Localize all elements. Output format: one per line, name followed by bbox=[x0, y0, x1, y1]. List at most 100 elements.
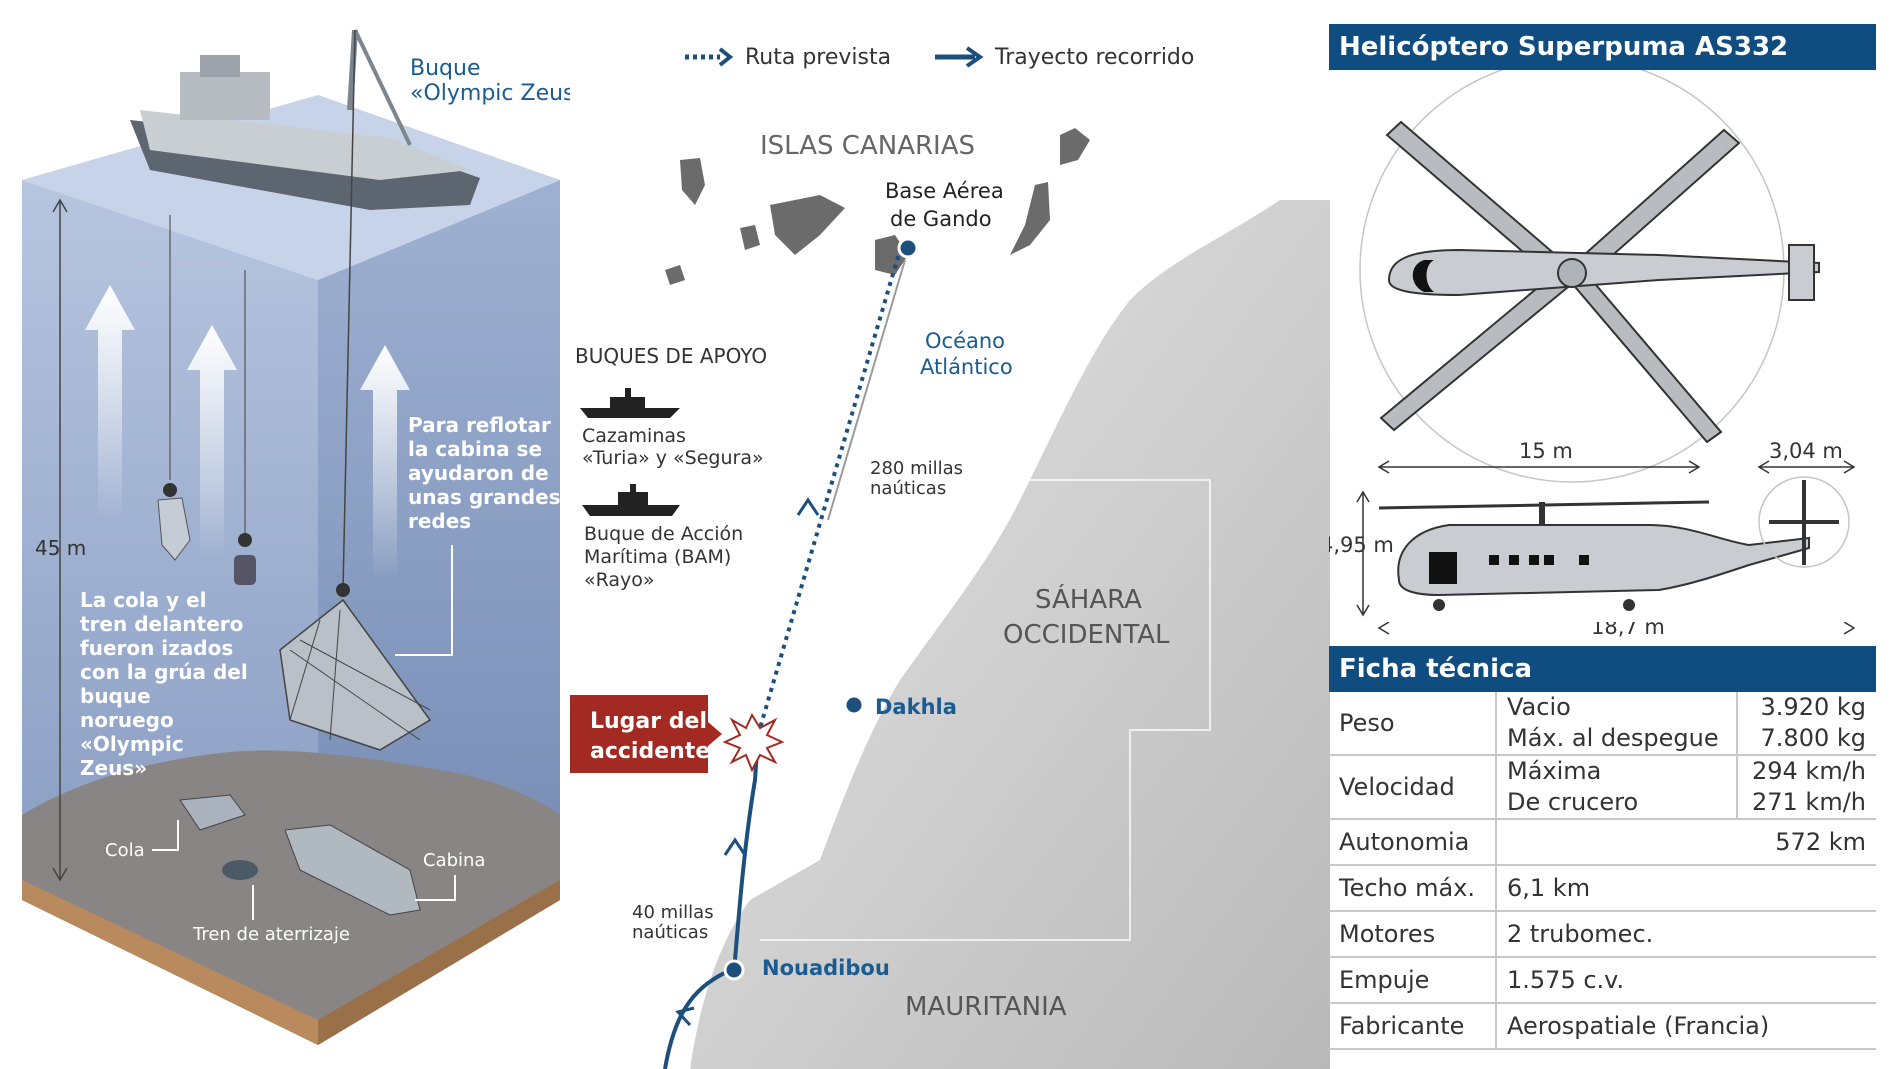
dim-rotor: 15 m bbox=[1377, 439, 1701, 474]
spec-label: Fabricante bbox=[1329, 1003, 1497, 1050]
base-label-2: de Gando bbox=[890, 207, 992, 231]
accident-box bbox=[570, 695, 708, 773]
net-note-line: Para reflotar bbox=[408, 413, 551, 437]
ocean-label: Océano bbox=[925, 329, 1005, 353]
spec-panel: Helicóptero Superpuma AS332 15 m bbox=[1320, 24, 1876, 1054]
crane-note-line: noruego bbox=[80, 708, 174, 732]
ship-label-2: «Olympic Zeus» bbox=[410, 81, 570, 106]
legend-flown: Trayecto recorrido bbox=[994, 45, 1194, 70]
net-note-line: redes bbox=[408, 509, 471, 533]
spec-value: 6,1 km bbox=[1496, 865, 1876, 912]
canary-islands bbox=[665, 128, 1090, 285]
svg-text:Atlántico: Atlántico bbox=[920, 355, 1013, 379]
net-note-line: unas grandes bbox=[408, 485, 561, 509]
hoisted-tail bbox=[157, 483, 191, 561]
spec-value: 2 trubomec. bbox=[1496, 911, 1876, 958]
wreck-cabin bbox=[284, 824, 421, 916]
nouadibou-point bbox=[723, 959, 745, 981]
spec-value: Aerospatiale (Francia) bbox=[1496, 1003, 1876, 1050]
distance-south-2: naúticas bbox=[632, 922, 708, 943]
spec-item-name: Máxima bbox=[1507, 757, 1602, 785]
spec-title: Ficha técnica bbox=[1329, 646, 1876, 692]
legend: Ruta prevista Trayecto recorrido bbox=[685, 45, 1194, 70]
legend-planned: Ruta prevista bbox=[745, 45, 891, 70]
lift-arrows bbox=[85, 285, 410, 580]
gear-label: Tren de aterrizaje bbox=[192, 924, 350, 945]
dim-tail-rotor-label: 3,04 m bbox=[1769, 439, 1843, 463]
ship-1-label-2: «Turia» y «Segura» bbox=[582, 447, 764, 469]
svg-text:«Turia» y «Segura»: «Turia» y «Segura» bbox=[582, 447, 764, 469]
svg-text:accidente: accidente bbox=[590, 739, 710, 764]
net-note-line: ayudaron de bbox=[408, 461, 549, 485]
crane-note-line: Zeus» bbox=[80, 756, 147, 780]
islands-title: ISLAS CANARIAS bbox=[760, 131, 975, 161]
helicopter-title: Helicóptero Superpuma AS332 bbox=[1329, 24, 1876, 70]
dim-rotor-label: 15 m bbox=[1519, 439, 1573, 463]
wreck-tail bbox=[179, 794, 246, 831]
sahara-label: SÁHARA bbox=[1035, 583, 1142, 615]
spec-label: Velocidad bbox=[1329, 755, 1497, 820]
seabed-front bbox=[22, 880, 318, 1045]
net-with-cabin bbox=[279, 583, 432, 751]
crane-note-line: fueron izados bbox=[80, 636, 233, 660]
spec-row-thrust: Empuje 1.575 c.v. bbox=[1329, 957, 1876, 1004]
spec-value: 572 km bbox=[1736, 819, 1876, 866]
seabed-side bbox=[318, 880, 560, 1045]
rotor-blades bbox=[1379, 120, 1741, 444]
svg-text:Base Aérea: Base Aérea bbox=[885, 179, 1004, 203]
spec-row-ceiling: Techo máx. 6,1 km bbox=[1329, 865, 1876, 912]
svg-text:Buque de Acción: Buque de Acción bbox=[584, 523, 743, 545]
patrol-ship-icon bbox=[582, 484, 680, 516]
spec-item-value: 7.800 kg bbox=[1760, 724, 1866, 752]
spec-item-name: Máx. al despegue bbox=[1507, 724, 1719, 752]
spec-row-range: Autonomia 572 km bbox=[1329, 819, 1876, 866]
spec-value: 1.575 c.v. bbox=[1496, 957, 1876, 1004]
spec-item-value: 294 km/h bbox=[1751, 757, 1866, 785]
crane-note: La cola y el tren delantero fueron izado… bbox=[80, 588, 248, 780]
spec-label: Motores bbox=[1329, 911, 1497, 958]
helicopter-top-view bbox=[1387, 244, 1820, 301]
distance-north-2: naúticas bbox=[870, 478, 946, 499]
minehunter-icon bbox=[580, 388, 680, 418]
dakhla-point bbox=[843, 694, 865, 716]
ship-label: Buque bbox=[410, 56, 480, 81]
svg-text:Océano: Océano bbox=[925, 329, 1005, 353]
seabed bbox=[22, 750, 560, 1045]
crane-note-line: tren delantero bbox=[80, 612, 243, 636]
spec-item-value: 3.920 kg bbox=[1760, 693, 1866, 721]
border-sahara bbox=[760, 479, 1211, 941]
route-planned bbox=[756, 249, 902, 736]
svg-text:Cazaminas: Cazaminas bbox=[582, 425, 686, 447]
svg-text:40 millas: 40 millas bbox=[632, 902, 714, 923]
base-point bbox=[897, 237, 919, 259]
sahara-label-2: OCCIDENTAL bbox=[1003, 620, 1170, 650]
accident-star bbox=[722, 712, 785, 773]
dim-length-label: 18,7 m bbox=[1591, 622, 1665, 639]
nouadibou-label: Nouadibou bbox=[762, 956, 890, 980]
net-note-line: la cabina se bbox=[408, 437, 542, 461]
spec-label: Autonomia bbox=[1329, 819, 1497, 866]
svg-text:SÁHARA: SÁHARA bbox=[1035, 583, 1142, 615]
svg-text:de Gando: de Gando bbox=[890, 207, 992, 231]
depth-label: 45 m bbox=[35, 536, 86, 560]
svg-text:«Rayo»: «Rayo» bbox=[584, 569, 655, 591]
dim-tail-rotor: 3,04 m bbox=[1757, 439, 1856, 474]
spec-item-value: 271 km/h bbox=[1751, 788, 1866, 816]
crane-note-line: «Olympic bbox=[80, 732, 184, 756]
ship-2-label-2: Marítima (BAM) bbox=[584, 546, 731, 568]
spec-item-name: De crucero bbox=[1507, 788, 1639, 816]
accident-label-2: accidente bbox=[590, 739, 710, 764]
svg-text:Lugar del: Lugar del bbox=[590, 709, 707, 734]
africa-land bbox=[690, 200, 1330, 1069]
route-map: Ruta prevista Trayecto recorrido ISLAS C… bbox=[570, 45, 1330, 1069]
spec-label: Peso bbox=[1329, 692, 1497, 756]
dim-height-label: 4,95 m bbox=[1329, 533, 1394, 557]
dakhla-label: Dakhla bbox=[875, 695, 957, 719]
spec-label: Techo máx. bbox=[1329, 865, 1497, 912]
cabin-label: Cabina bbox=[423, 850, 485, 871]
spec-row-speed: Velocidad Máxima De crucero 294 km/h 271… bbox=[1329, 755, 1876, 820]
wreck-gear bbox=[222, 860, 258, 880]
svg-text:«Olympic Zeus»: «Olympic Zeus» bbox=[410, 81, 570, 106]
support-title: BUQUES DE APOYO bbox=[575, 344, 767, 368]
spec-row-maker: Fabricante Aerospatiale (Francia) bbox=[1329, 1003, 1876, 1050]
